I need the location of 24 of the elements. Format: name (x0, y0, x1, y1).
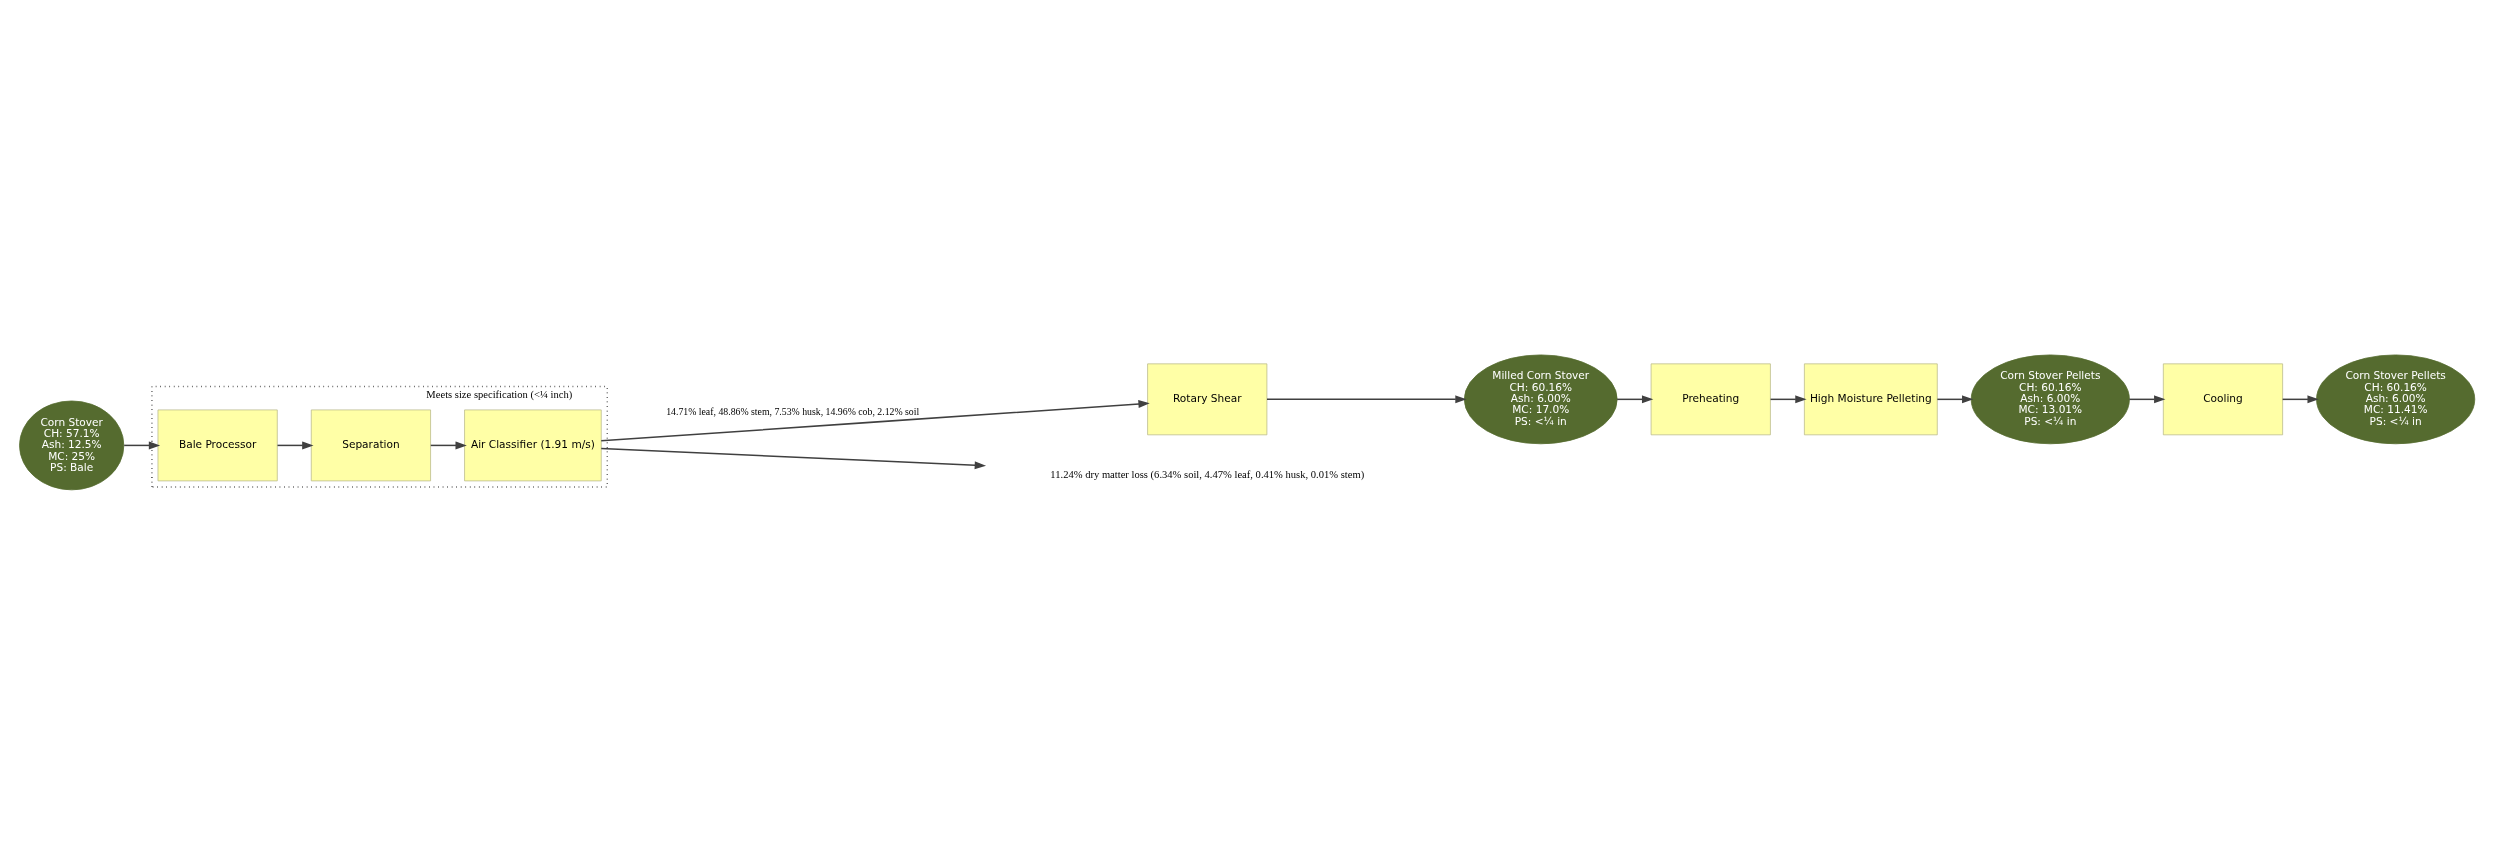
arrow (1266, 394, 1467, 403)
node-box: Separation (310, 409, 431, 481)
arrow (1936, 394, 1974, 403)
arrow (123, 440, 161, 449)
arrow (1616, 394, 1654, 403)
node-box: High Moisture Pelleting (1804, 362, 1938, 435)
node-box: Rotary Shear (1147, 362, 1268, 435)
node-ellipse: Corn Stover Pellets CH: 60.16% Ash: 6.00% MC: 13.01% PS: <¼ in (1970, 354, 2130, 444)
node-ellipse: Corn Stover CH: 57.1% Ash: 12.5% MC: 25% PS: Bale (19, 400, 125, 490)
node-ellipse: Corn Stover Pellets CH: 60.16% Ash: 6.00% MC: 11.41% PS: <¼ in (2316, 354, 2476, 444)
arrow (2128, 394, 2166, 403)
node-box: Cooling (2162, 362, 2283, 435)
arrow (1769, 394, 1807, 403)
arrow (600, 447, 987, 469)
edge-label: 14.71% leaf, 48.86% stem, 7.53% husk, 14.96% cob, 2.12% soil (666, 405, 920, 417)
arrow (430, 440, 467, 449)
node-box: Preheating (1650, 362, 1771, 435)
arrow (276, 440, 314, 449)
arrow (2281, 394, 2319, 403)
node-box: Air Classifier (1.91 m/s) (464, 409, 602, 481)
arrow (600, 399, 1150, 442)
node-text: 11.24% dry matter loss (6.34% soil, 4.47% leaf, 0.41% husk, 0.01% stem) (1050, 468, 1365, 480)
node-box: Bale Processor (157, 409, 278, 481)
node-ellipse: Milled Corn Stover CH: 60.16% Ash: 6.00% MC: 17.0% PS: <¼ in (1463, 354, 1618, 444)
